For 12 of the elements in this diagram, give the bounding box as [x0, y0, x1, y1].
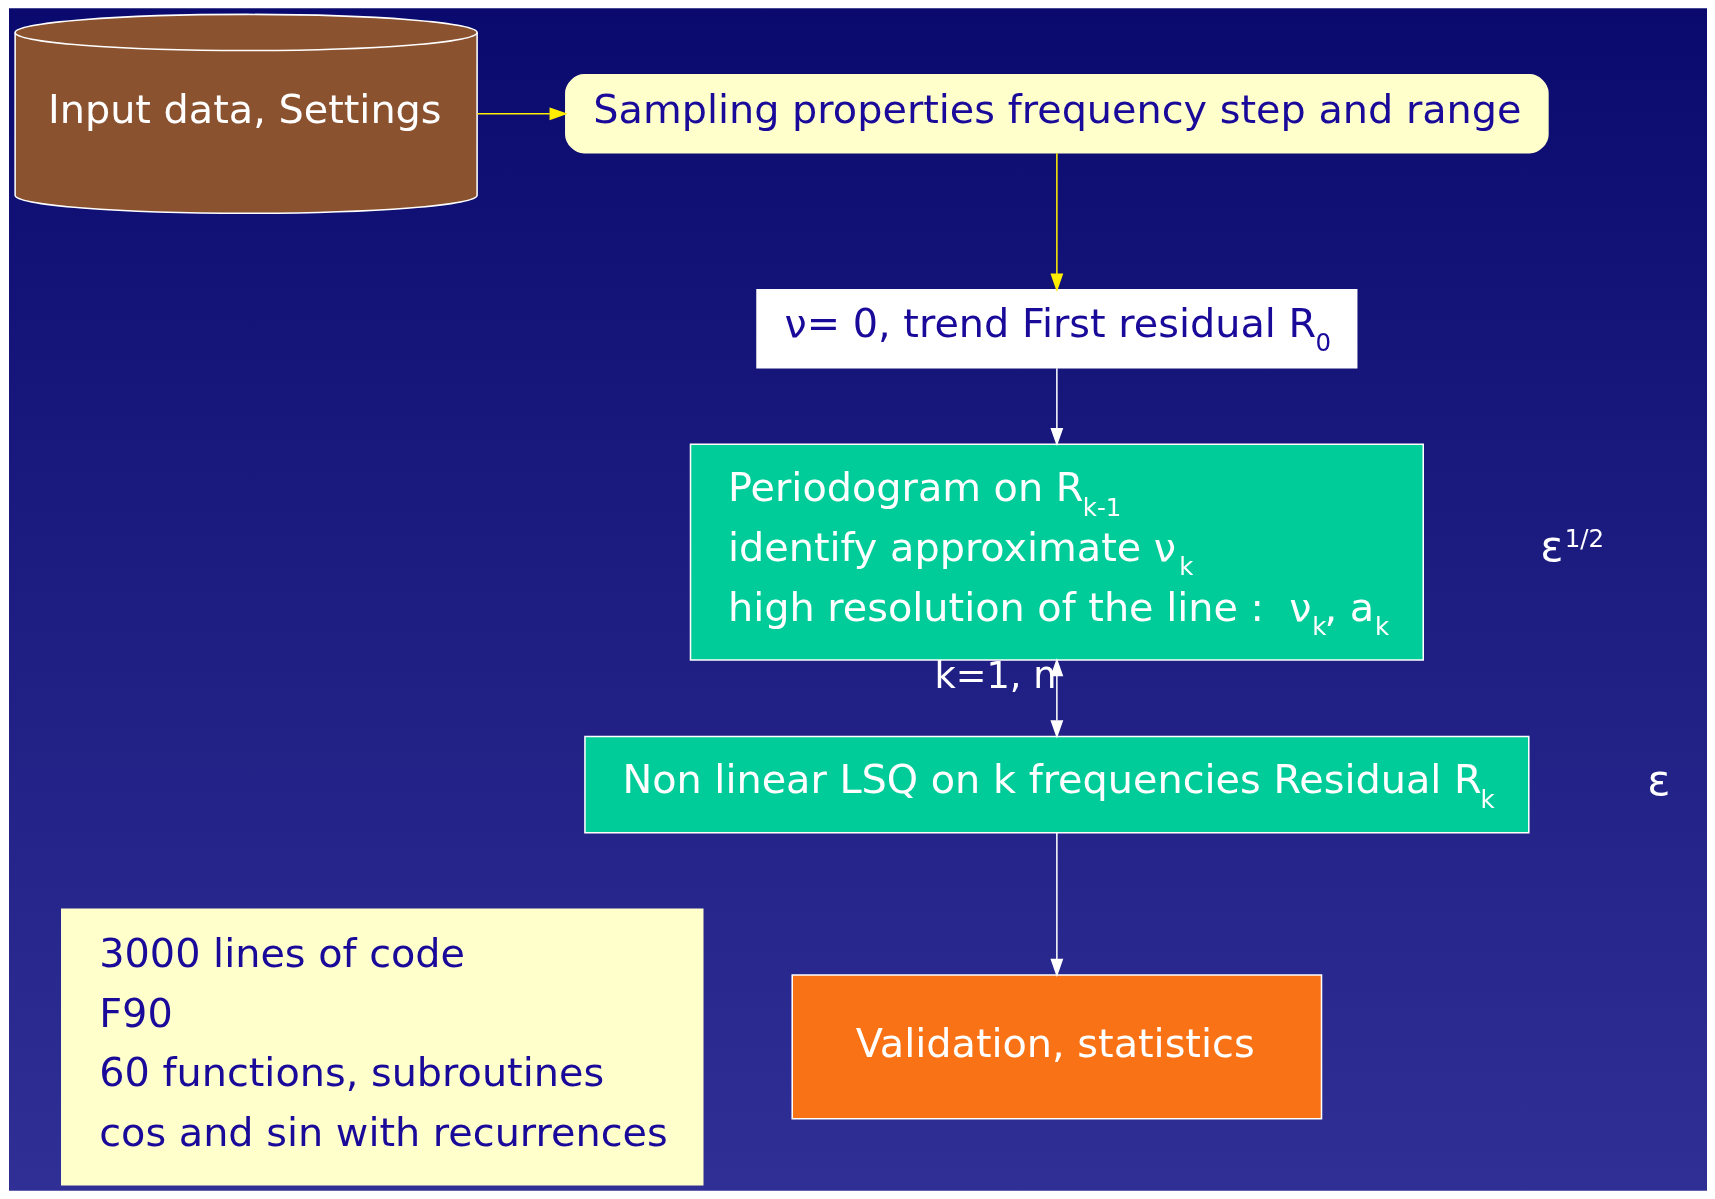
label: ε$^{1/2}$ [1539, 521, 1604, 572]
arrow [1049, 832, 1063, 978]
node-box: Periodogram on R$_{k-1}$ identify approximate ν$_{k}$ high resolution of the line : ν$_{k}$, a$_{k}$ [689, 443, 1424, 661]
arrow [476, 107, 568, 121]
node-box: Sampling properties frequency step and range [564, 74, 1549, 154]
node-box: Non linear LSQ on k frequencies Residual R$_{k}$ [583, 735, 1530, 834]
node-box: Validation, statistics [790, 974, 1322, 1120]
node-box: 3000 lines of code F90 60 functions, subroutines cos and sin with recurrences [60, 908, 703, 1186]
arrow [1049, 367, 1063, 447]
node-box: ν= 0, trend First residual R$_{0}$ [755, 288, 1357, 369]
label: ε [1646, 755, 1670, 806]
arrow [1049, 152, 1063, 292]
